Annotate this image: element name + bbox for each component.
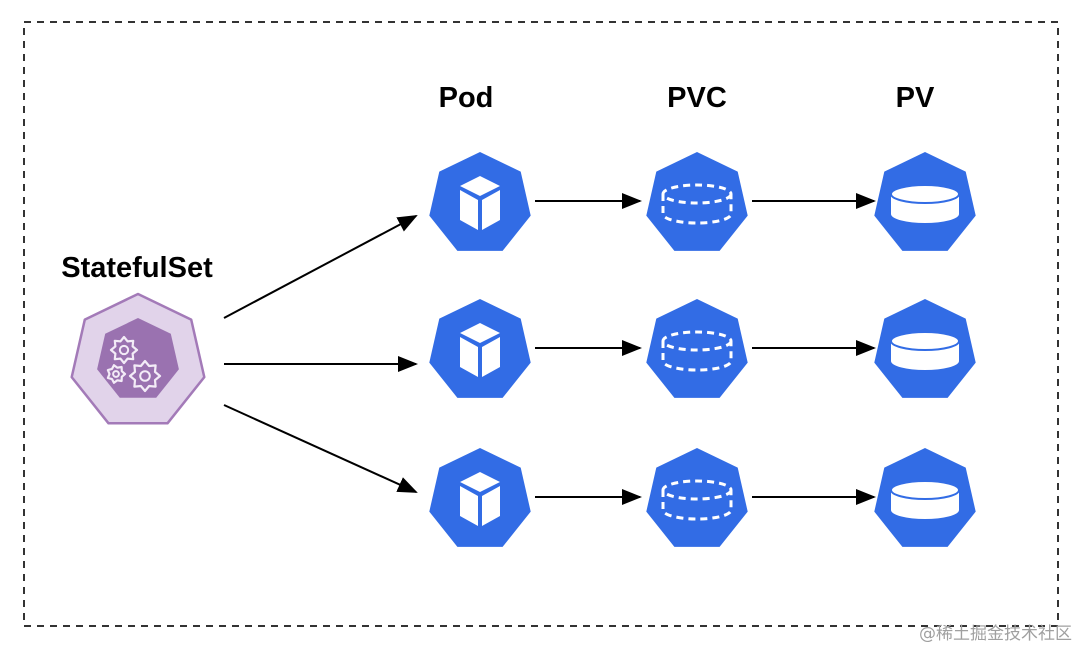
pod-column-label: Pod — [438, 82, 494, 114]
dashed-cylinder-icon — [646, 448, 748, 547]
cube-icon — [429, 299, 531, 398]
cylinder-icon — [874, 299, 976, 398]
pvc-column-label: PVC — [667, 82, 727, 114]
cube-icon — [429, 448, 531, 547]
dashed-cylinder-icon — [646, 299, 748, 398]
pv-column-label: PV — [895, 82, 935, 114]
statefulset-label: StatefulSet — [61, 252, 213, 284]
dashed-cylinder-icon — [646, 152, 748, 251]
cylinder-icon — [874, 152, 976, 251]
cube-icon — [429, 152, 531, 251]
statefulset-to-pod-arrow — [223, 404, 418, 493]
statefulset-to-pod-arrow — [223, 215, 418, 319]
gears-icon — [70, 292, 206, 425]
watermark: @稀土掘金技术社区 — [919, 624, 1072, 644]
cylinder-icon — [874, 448, 976, 547]
